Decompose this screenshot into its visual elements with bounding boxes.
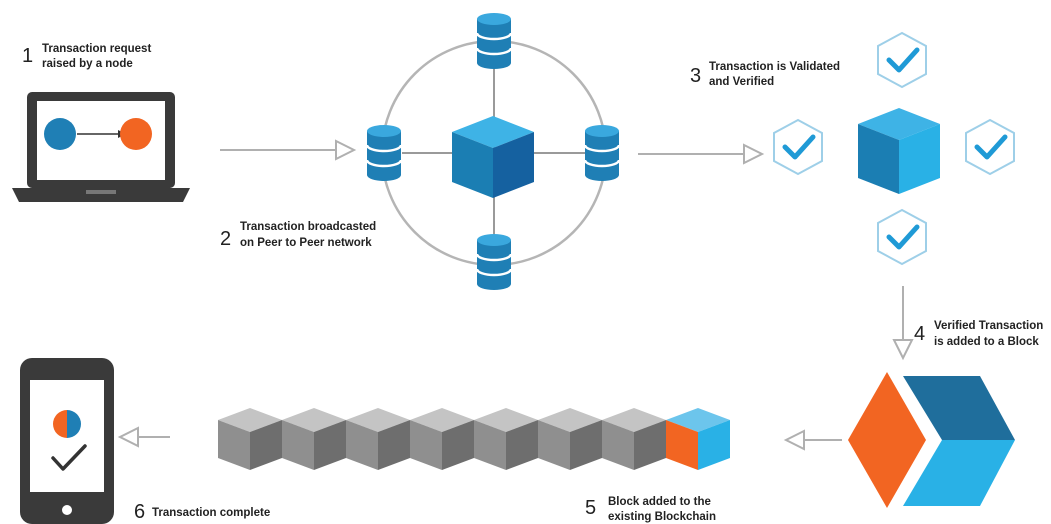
new-chain-block-icon: [666, 408, 730, 470]
receiver-node-icon: [120, 118, 152, 150]
flow-arrow-1: [220, 139, 357, 161]
step-5-number: 5: [585, 497, 596, 519]
step-4-label-line1: Verified Transaction: [934, 320, 1043, 332]
completed-node-icon: [53, 410, 81, 438]
step-3-label-line1: Transaction is Validated: [709, 61, 840, 73]
chain-block-1: [218, 408, 282, 470]
database-right-icon: [583, 123, 621, 183]
chain-block-5: [474, 408, 538, 470]
step-1-number: 1: [22, 45, 33, 67]
flow-arrow-5: [117, 426, 170, 448]
smartphone-icon: [20, 358, 114, 524]
step-2-label-line1: Transaction broadcasted: [240, 221, 376, 233]
laptop-icon: [12, 92, 190, 202]
network-block-icon: [452, 116, 534, 198]
step-4-label-line2: is added to a Block: [934, 336, 1039, 348]
database-top-icon: [475, 11, 513, 71]
step-1-label-line1: Transaction request: [42, 43, 151, 55]
step-6-label-line1: Transaction complete: [152, 507, 270, 519]
step-2-label-line2: on Peer to Peer network: [240, 237, 372, 249]
step-5-label-line1: Block added to the: [608, 496, 711, 508]
step-2-number: 2: [220, 228, 231, 250]
flow-arrow-4: [783, 429, 842, 451]
chain-block-6: [538, 408, 602, 470]
checkmark-icon: [51, 444, 87, 471]
step-3-number: 3: [690, 65, 701, 87]
chain-block-4: [410, 408, 474, 470]
chain-block-2: [282, 408, 346, 470]
check-top-icon: [878, 33, 926, 87]
check-bottom-icon: [878, 210, 926, 264]
blockchain-chain: [218, 408, 730, 470]
step-3-label-line2: and Verified: [709, 76, 774, 88]
step-6-number: 6: [134, 501, 145, 523]
step-1-label-line2: raised by a node: [42, 58, 133, 70]
flow-arrow-2: [638, 143, 765, 165]
step-5-label-line2: existing Blockchain: [608, 511, 716, 523]
chain-block-3: [346, 408, 410, 470]
block-assembly-icon: [848, 372, 1015, 508]
sender-node-icon: [44, 118, 76, 150]
step-4-number: 4: [914, 323, 925, 345]
chain-block-7: [602, 408, 666, 470]
flow-arrow-3: [892, 286, 914, 361]
check-right-icon: [966, 120, 1014, 174]
database-bottom-icon: [475, 232, 513, 292]
validated-block-icon: [858, 108, 940, 194]
check-left-icon: [774, 120, 822, 174]
database-left-icon: [365, 123, 403, 183]
